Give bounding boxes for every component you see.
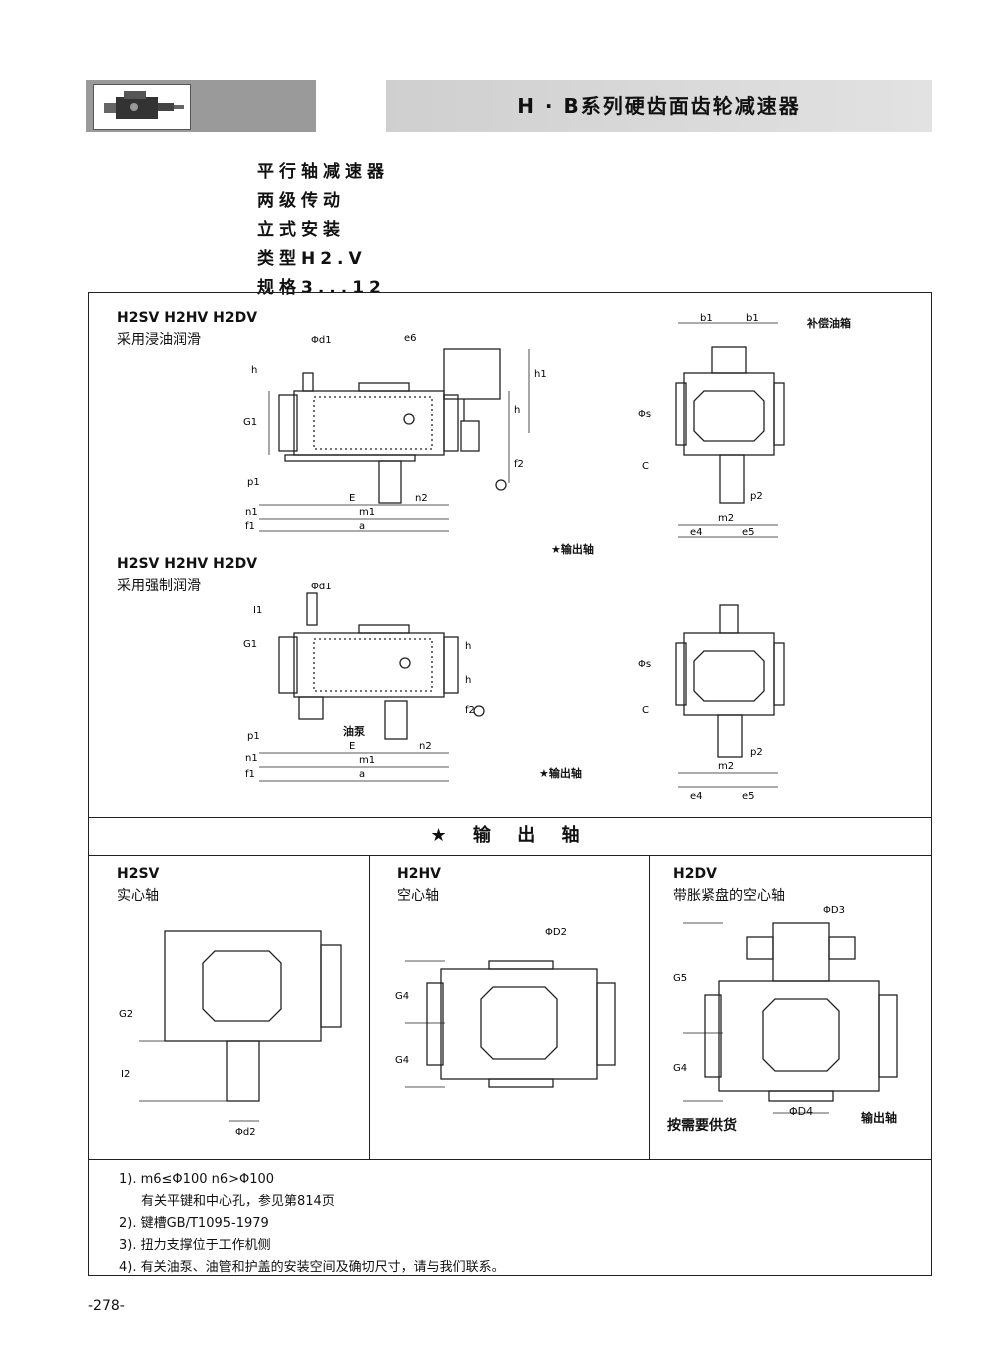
- section1-lubrication: 采用浸油润滑: [117, 332, 201, 348]
- divider-line: [369, 855, 370, 1159]
- dim-f1-label: f1: [245, 521, 255, 532]
- h2dv-drawing: ΦD3 G5 G4: [673, 905, 898, 1114]
- h2hv-drawing: ΦD2 G4 G4: [395, 927, 616, 1088]
- dim-m1-label: m1: [359, 507, 375, 518]
- dim-g4-label-b: G4: [395, 1055, 409, 1066]
- variant-h2dv-desc: 带胀紧盘的空心轴: [673, 888, 785, 904]
- dim-a-label-2: a: [359, 769, 365, 780]
- dim-b1-label-b: b1: [746, 313, 759, 324]
- dim-e6-label: e6: [404, 333, 417, 344]
- dim-g5-label: G5: [673, 973, 687, 984]
- dim-g2-label: G2: [119, 1009, 133, 1020]
- section1-side-view-drawing: Φd1 e6 G1 h h h1 f2 p1 n1 f1 E n2 m1 a: [243, 333, 547, 532]
- comp-tank-label: 补偿油箱: [807, 317, 851, 330]
- note-1-detail: 有关平键和中心孔，参见第814页: [141, 1194, 335, 1209]
- dim-g4-label-a: G4: [395, 991, 409, 1002]
- gearbox-thumbnail-icon: [93, 84, 191, 130]
- variant-h2hv-desc: 空心轴: [397, 888, 439, 904]
- section1-front-view-drawing: b1 b1 Φs C p2 m2 e4 e5: [638, 313, 785, 538]
- variant-h2sv-model: H2SV: [117, 866, 160, 882]
- dim-p1-label: p1: [247, 477, 260, 488]
- subtitle-5: 规格3...12: [257, 278, 386, 298]
- variant-h2hv-model: H2HV: [397, 866, 442, 882]
- subtitle-2: 两级传动: [257, 191, 345, 211]
- page-header: H · B系列硬齿面齿轮减速器: [86, 80, 932, 132]
- page-title: H · B系列硬齿面齿轮减速器: [517, 94, 801, 118]
- dim-h-label-2b: h: [465, 675, 471, 686]
- notes-list: 1). m6≤Φ100 n6>Φ100 有关平键和中心孔，参见第814页 2).…: [119, 1169, 505, 1279]
- dim-a-label: a: [359, 521, 365, 532]
- h2sv-drawing: G2 I2 Φd2: [119, 930, 342, 1138]
- note-1: 1). m6≤Φ100 n6>Φ100: [119, 1172, 275, 1187]
- dim-e5-label-2: e5: [742, 791, 755, 802]
- dim-n2-label: n2: [415, 493, 428, 504]
- dim-e4-label: e4: [690, 527, 703, 538]
- dim-f1-label-2: f1: [245, 769, 255, 780]
- dim-c-label: C: [642, 461, 649, 472]
- dim-d1-label: Φd1: [311, 335, 332, 346]
- header-title-band: [386, 80, 932, 132]
- dim-m1-label-2: m1: [359, 755, 375, 766]
- h2dv-supply-note: 按需要供货: [667, 1118, 737, 1134]
- dim-m2-label-2: m2: [718, 761, 734, 772]
- section2-models: H2SV H2HV H2DV: [117, 556, 258, 572]
- variant-h2sv-desc: 实心轴: [117, 888, 159, 904]
- subtitle-3: 立式安装: [257, 220, 345, 240]
- dim-e-label-2: E: [349, 741, 355, 752]
- dim-p2-label: p2: [750, 491, 763, 502]
- dim-m2-label: m2: [718, 513, 734, 524]
- dim-h-label-a: h: [251, 365, 257, 376]
- dim-g1-label: G1: [243, 417, 257, 428]
- dim-n2-label-2: n2: [419, 741, 432, 752]
- dim-D2-label: ΦD2: [545, 927, 567, 938]
- subtitle-list: 平行轴减速器 两级传动 立式安装 类型H2.V 规格3...12: [257, 158, 389, 303]
- oil-pump-label: 油泵: [343, 725, 365, 738]
- page-number: -278-: [88, 1298, 125, 1314]
- dim-i1-label: I1: [253, 605, 262, 616]
- subtitle-4: 类型H2.V: [257, 249, 367, 269]
- dim-b1-label-a: b1: [700, 313, 713, 324]
- dim-D4-label: ΦD4: [789, 1105, 814, 1118]
- dim-c-label-2: C: [642, 705, 649, 716]
- dim-i2-label: I2: [121, 1069, 130, 1080]
- note-2: 2). 键槽GB/T1095-1979: [119, 1216, 269, 1231]
- dim-g4-label-c: G4: [673, 1063, 687, 1074]
- dim-s-label-2: Φs: [638, 659, 651, 670]
- divider-line: [89, 1159, 931, 1160]
- subtitle-1: 平行轴减速器: [257, 162, 389, 182]
- section1-output-shaft-label: ★输出轴: [551, 543, 594, 556]
- dim-e4-label-2: e4: [690, 791, 703, 802]
- dim-e5-label: e5: [742, 527, 755, 538]
- section2-side-view-drawing: Φd1 I1 G1 h h f2 p1 n1 f1 E n2 m1 a: [243, 583, 485, 782]
- dim-p1-label-2: p1: [247, 731, 260, 742]
- dim-h1-label: h1: [534, 369, 547, 380]
- divider-line: [89, 855, 931, 856]
- drawing-frame: H2SV H2HV H2DV 采用浸油润滑 Φd1 e6: [88, 292, 932, 1276]
- dim-e-label: E: [349, 493, 355, 504]
- section2-output-shaft-label: ★输出轴: [539, 767, 582, 780]
- dim-n1-label-2: n1: [245, 753, 258, 764]
- dim-d1-label-2: Φd1: [311, 583, 332, 592]
- h2dv-output-label: 输出轴: [861, 1111, 898, 1125]
- section2-lubrication: 采用强制润滑: [117, 578, 201, 594]
- divider-line: [89, 817, 931, 818]
- dim-s-label: Φs: [638, 409, 651, 420]
- dim-f2-label: f2: [514, 459, 524, 470]
- note-3: 3). 扭力支撑位于工作机侧: [119, 1238, 271, 1253]
- dim-h-label-b: h: [514, 405, 520, 416]
- output-section-title: ★ 输 出 轴: [430, 825, 590, 846]
- dim-d2-label: Φd2: [235, 1127, 256, 1138]
- dim-p2-label-2: p2: [750, 747, 763, 758]
- dim-g1-label-2: G1: [243, 639, 257, 650]
- dim-n1-label: n1: [245, 507, 258, 518]
- section1-models: H2SV H2HV H2DV: [117, 310, 258, 326]
- dim-h-label-2a: h: [465, 641, 471, 652]
- divider-line: [649, 855, 650, 1159]
- variant-h2dv-model: H2DV: [673, 866, 717, 882]
- note-4: 4). 有关油泵、油管和护盖的安装空间及确切尺寸，请与我们联系。: [119, 1260, 505, 1275]
- dim-D3-label: ΦD3: [823, 905, 845, 916]
- section2-front-view-drawing: Φs C p2 m2 e4 e5: [638, 604, 785, 802]
- dim-f2-label-2: f2: [465, 705, 475, 716]
